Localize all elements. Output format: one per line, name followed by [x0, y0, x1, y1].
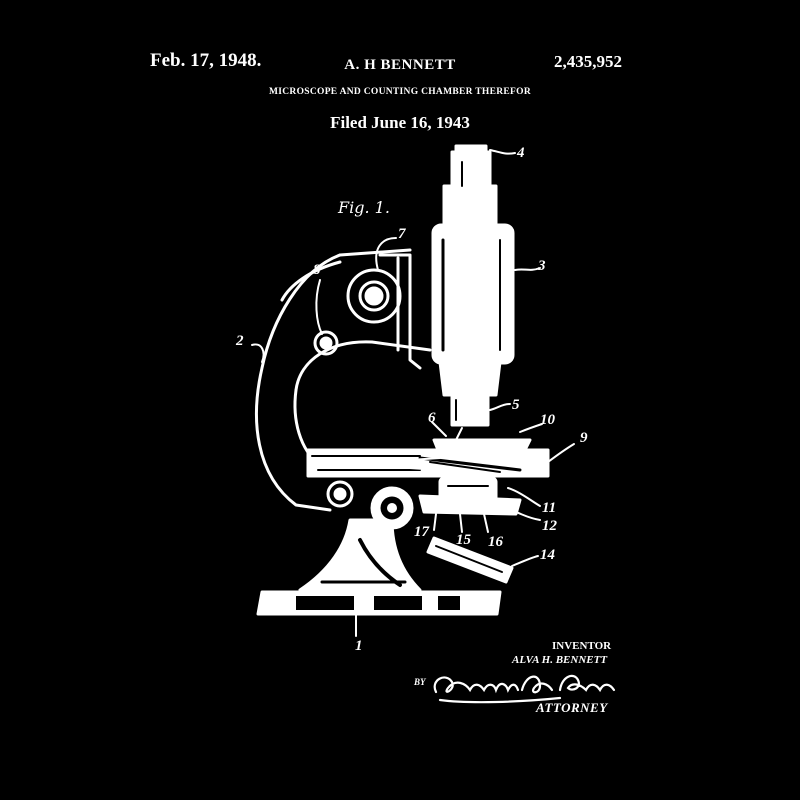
ref-label: 9 [580, 430, 588, 446]
ref-label: 11 [542, 500, 557, 516]
ref-label: 1 [355, 638, 363, 654]
ref-label: 7 [398, 226, 406, 242]
microscope-arm [255, 248, 432, 512]
ref-label: 10 [540, 412, 555, 428]
microscope-base [256, 590, 502, 616]
filed-date: Filed June 16, 1943 [330, 113, 470, 132]
by-label: BY [414, 677, 426, 687]
ref-label: 17 [414, 524, 429, 540]
eyepiece [442, 144, 516, 230]
ref-label: 12 [542, 518, 557, 534]
microscope-pillar [298, 518, 422, 592]
figure-label: Fig. 1. [338, 198, 390, 217]
mirror-lever [426, 536, 539, 584]
inventor-short-name: A. H BENNETT [344, 57, 456, 73]
ref-label: 4 [517, 145, 525, 161]
ref-label: 13 [362, 455, 377, 471]
patent-number: 2,435,952 [554, 52, 622, 71]
ref-label: 5 [512, 397, 520, 413]
objective-lens [438, 360, 511, 427]
ref-label: 8 [313, 262, 321, 278]
ref-label: 6 [428, 410, 436, 426]
ref-label: 2 [236, 333, 244, 349]
body-tube [431, 223, 541, 365]
attorney-label: ATTORNEY [536, 700, 608, 715]
inventor-label: INVENTOR [552, 640, 612, 652]
inventor-name: ALVA H. BENNETT [512, 654, 608, 666]
ref-label: 16 [488, 534, 503, 550]
focus-knobs [313, 237, 402, 356]
pillar-knobs [326, 480, 414, 530]
stage [306, 423, 575, 478]
ref-label: 14 [540, 547, 555, 563]
patent-date: Feb. 17, 1948. [150, 50, 262, 71]
substage-condenser [418, 476, 541, 533]
ref-label: 15 [456, 532, 471, 548]
patent-subject: MICROSCOPE AND COUNTING CHAMBER THEREFOR [268, 87, 531, 97]
attorney-signature [433, 674, 616, 704]
ref-label: 3 [538, 258, 546, 274]
